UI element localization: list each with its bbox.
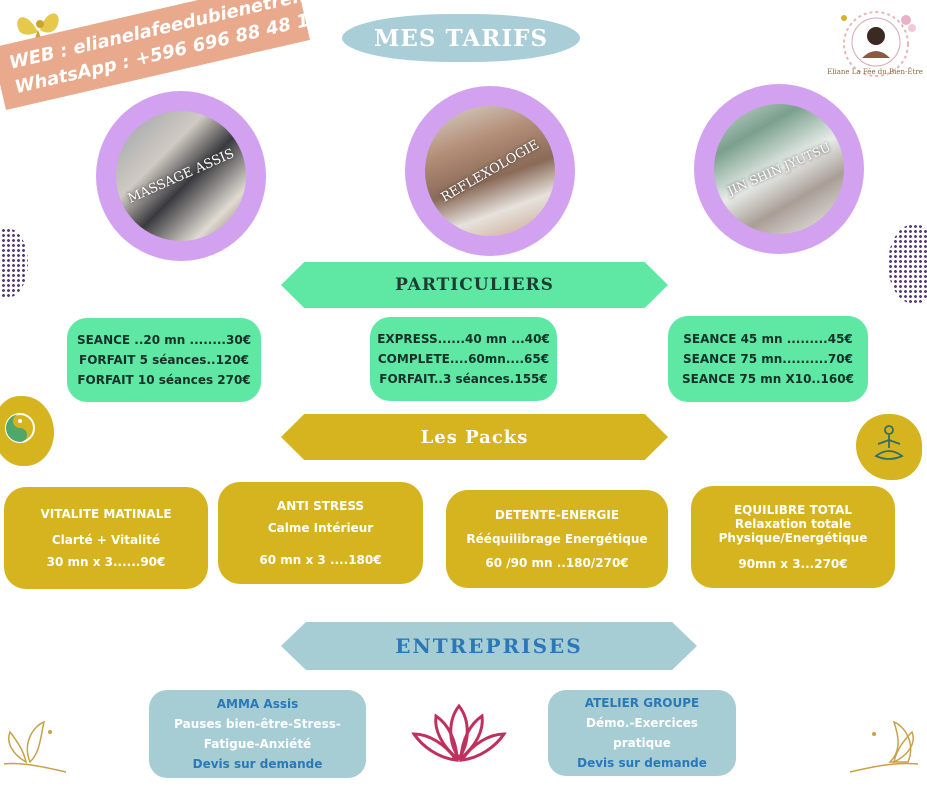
pack-desc: Rééquilibrage Energétique [466, 532, 648, 546]
price-box-jin-shin: SEANCE 45 mn .........45€ SEANCE 75 mn..… [668, 316, 868, 402]
entreprises-banner: ENTREPRISES [281, 622, 697, 670]
service-label: MASSAGE ASSIS [125, 145, 237, 207]
pack-price: 60 mn x 3 ....180€ [259, 553, 382, 567]
logo: Eliane La Fée du Bien-Être [826, 6, 924, 86]
pack-desc: Clarté + Vitalité [51, 533, 161, 547]
pack-price: 60 /90 mn ..180/270€ [485, 556, 629, 570]
pack-desc: Physique/Energétique [718, 531, 868, 545]
entreprise-box-amma: AMMA Assis Pauses bien-être-Stress- Fati… [149, 690, 366, 778]
service-circle-massage[interactable]: MASSAGE ASSIS [96, 91, 266, 261]
massage-photo: MASSAGE ASSIS [116, 111, 246, 241]
logo-text: Eliane La Fée du Bien-Être [827, 68, 923, 76]
pack-price: 30 mn x 3......90€ [46, 555, 166, 569]
price-line: SEANCE 45 mn .........45€ [683, 332, 853, 346]
price-box-reflexologie: EXPRESS......40 mn ...40€ COMPLETE....60… [370, 317, 557, 401]
service-circle-jin-shin[interactable]: JIN SHIN JYUTSU [694, 84, 864, 254]
pack-box-equilibre: EQUILIBRE TOTAL Relaxation totale Physiq… [691, 486, 895, 588]
corner-ornament-right-icon [849, 720, 919, 773]
pack-name: EQUILIBRE TOTAL [733, 503, 853, 517]
meditation-badge [856, 414, 922, 480]
entreprise-line: Démo.-Exercices [585, 716, 698, 730]
dot-blob-right [888, 224, 927, 304]
sun-moon-badge [0, 396, 54, 466]
price-line: FORFAIT 10 séances 270€ [77, 373, 251, 387]
pack-desc: Calme Intérieur [267, 521, 374, 535]
service-label: JIN SHIN JYUTSU [725, 140, 833, 198]
entreprise-box-atelier: ATELIER GROUPE Démo.-Exercices pratique … [548, 690, 736, 776]
dot-blob-left [0, 228, 28, 298]
price-line: EXPRESS......40 mn ...40€ [377, 332, 550, 346]
service-circle-reflexologie[interactable]: REFLEXOLOGIE [405, 86, 575, 256]
quote-link[interactable]: Devis sur demande [192, 757, 323, 771]
entreprise-line: Fatigue-Anxiété [203, 737, 312, 751]
packs-banner: Les Packs [281, 414, 668, 460]
entreprise-line: pratique [613, 736, 671, 750]
particuliers-banner: PARTICULIERS [281, 262, 668, 308]
entreprise-name: AMMA Assis [216, 697, 299, 711]
price-line: COMPLETE....60mn....65€ [377, 352, 550, 366]
packs-title: Les Packs [420, 426, 529, 448]
price-line: SEANCE 75 mn..........70€ [683, 352, 853, 366]
price-box-massage: SEANCE ..20 mn ........30€ FORFAIT 5 séa… [67, 318, 261, 402]
pack-name: VITALITE MATINALE [40, 507, 172, 521]
lotus-icon [411, 703, 507, 762]
quote-link[interactable]: Devis sur demande [577, 756, 707, 770]
logo-wreath-icon [841, 11, 916, 77]
service-label: REFLEXOLOGIE [438, 136, 542, 206]
corner-ornament-left-icon [3, 720, 67, 773]
price-line: FORFAIT..3 séances.155€ [379, 372, 548, 386]
pack-name: ANTI STRESS [276, 499, 365, 513]
title-cloud [342, 14, 580, 62]
pack-desc: Relaxation totale [734, 517, 852, 531]
price-line: SEANCE ..20 mn ........30€ [76, 333, 252, 347]
meditation-icon [874, 425, 904, 460]
particuliers-title: PARTICULIERS [395, 275, 554, 295]
price-line: SEANCE 75 mn X10..160€ [682, 372, 854, 386]
pack-box-anti-stress: ANTI STRESS Calme Intérieur 60 mn x 3 ..… [218, 482, 423, 584]
entreprise-name: ATELIER GROUPE [584, 696, 700, 710]
page-title: MES TARIFS [373, 24, 549, 52]
jin-shin-photo: JIN SHIN JYUTSU [714, 104, 844, 234]
pack-name: DETENTE-ENERGIE [494, 508, 620, 522]
reflexologie-photo: REFLEXOLOGIE [425, 106, 555, 236]
entreprise-line: Pauses bien-être-Stress- [174, 717, 341, 731]
pack-price: 90mn x 3...270€ [738, 557, 848, 571]
pack-box-vitalite: VITALITE MATINALE Clarté + Vitalité 30 m… [4, 487, 208, 589]
entreprises-title: ENTREPRISES [395, 634, 583, 658]
yin-yang-icon [5, 413, 35, 443]
price-line: FORFAIT 5 séances..120€ [79, 353, 249, 367]
pack-box-detente: DETENTE-ENERGIE Rééquilibrage Energétiqu… [446, 490, 668, 588]
